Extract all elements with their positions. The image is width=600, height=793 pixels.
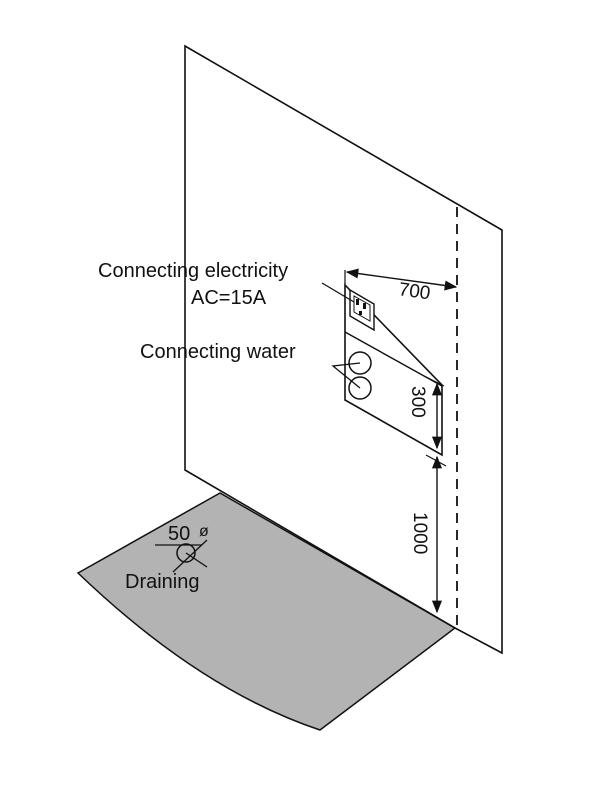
electricity-leader [321,282,355,303]
water-label: Connecting water [140,341,296,363]
dim-700-arrow [345,268,458,291]
wall-panel [184,44,503,655]
socket-icon [349,288,375,332]
draining-label: Draining [125,571,199,593]
dim-300-label: 300 [407,386,428,418]
dim-1000-label: 1000 [409,512,430,554]
water-leader [331,362,361,389]
floor-surface [76,492,457,731]
dim-700-label: 700 [397,279,431,304]
drain-size-label: 50 [168,523,190,545]
current-rating-label: AC=15A [191,287,267,309]
electricity-label: Connecting electricity [98,260,288,282]
drain-icon [155,539,208,573]
diameter-symbol: ø [199,523,209,540]
